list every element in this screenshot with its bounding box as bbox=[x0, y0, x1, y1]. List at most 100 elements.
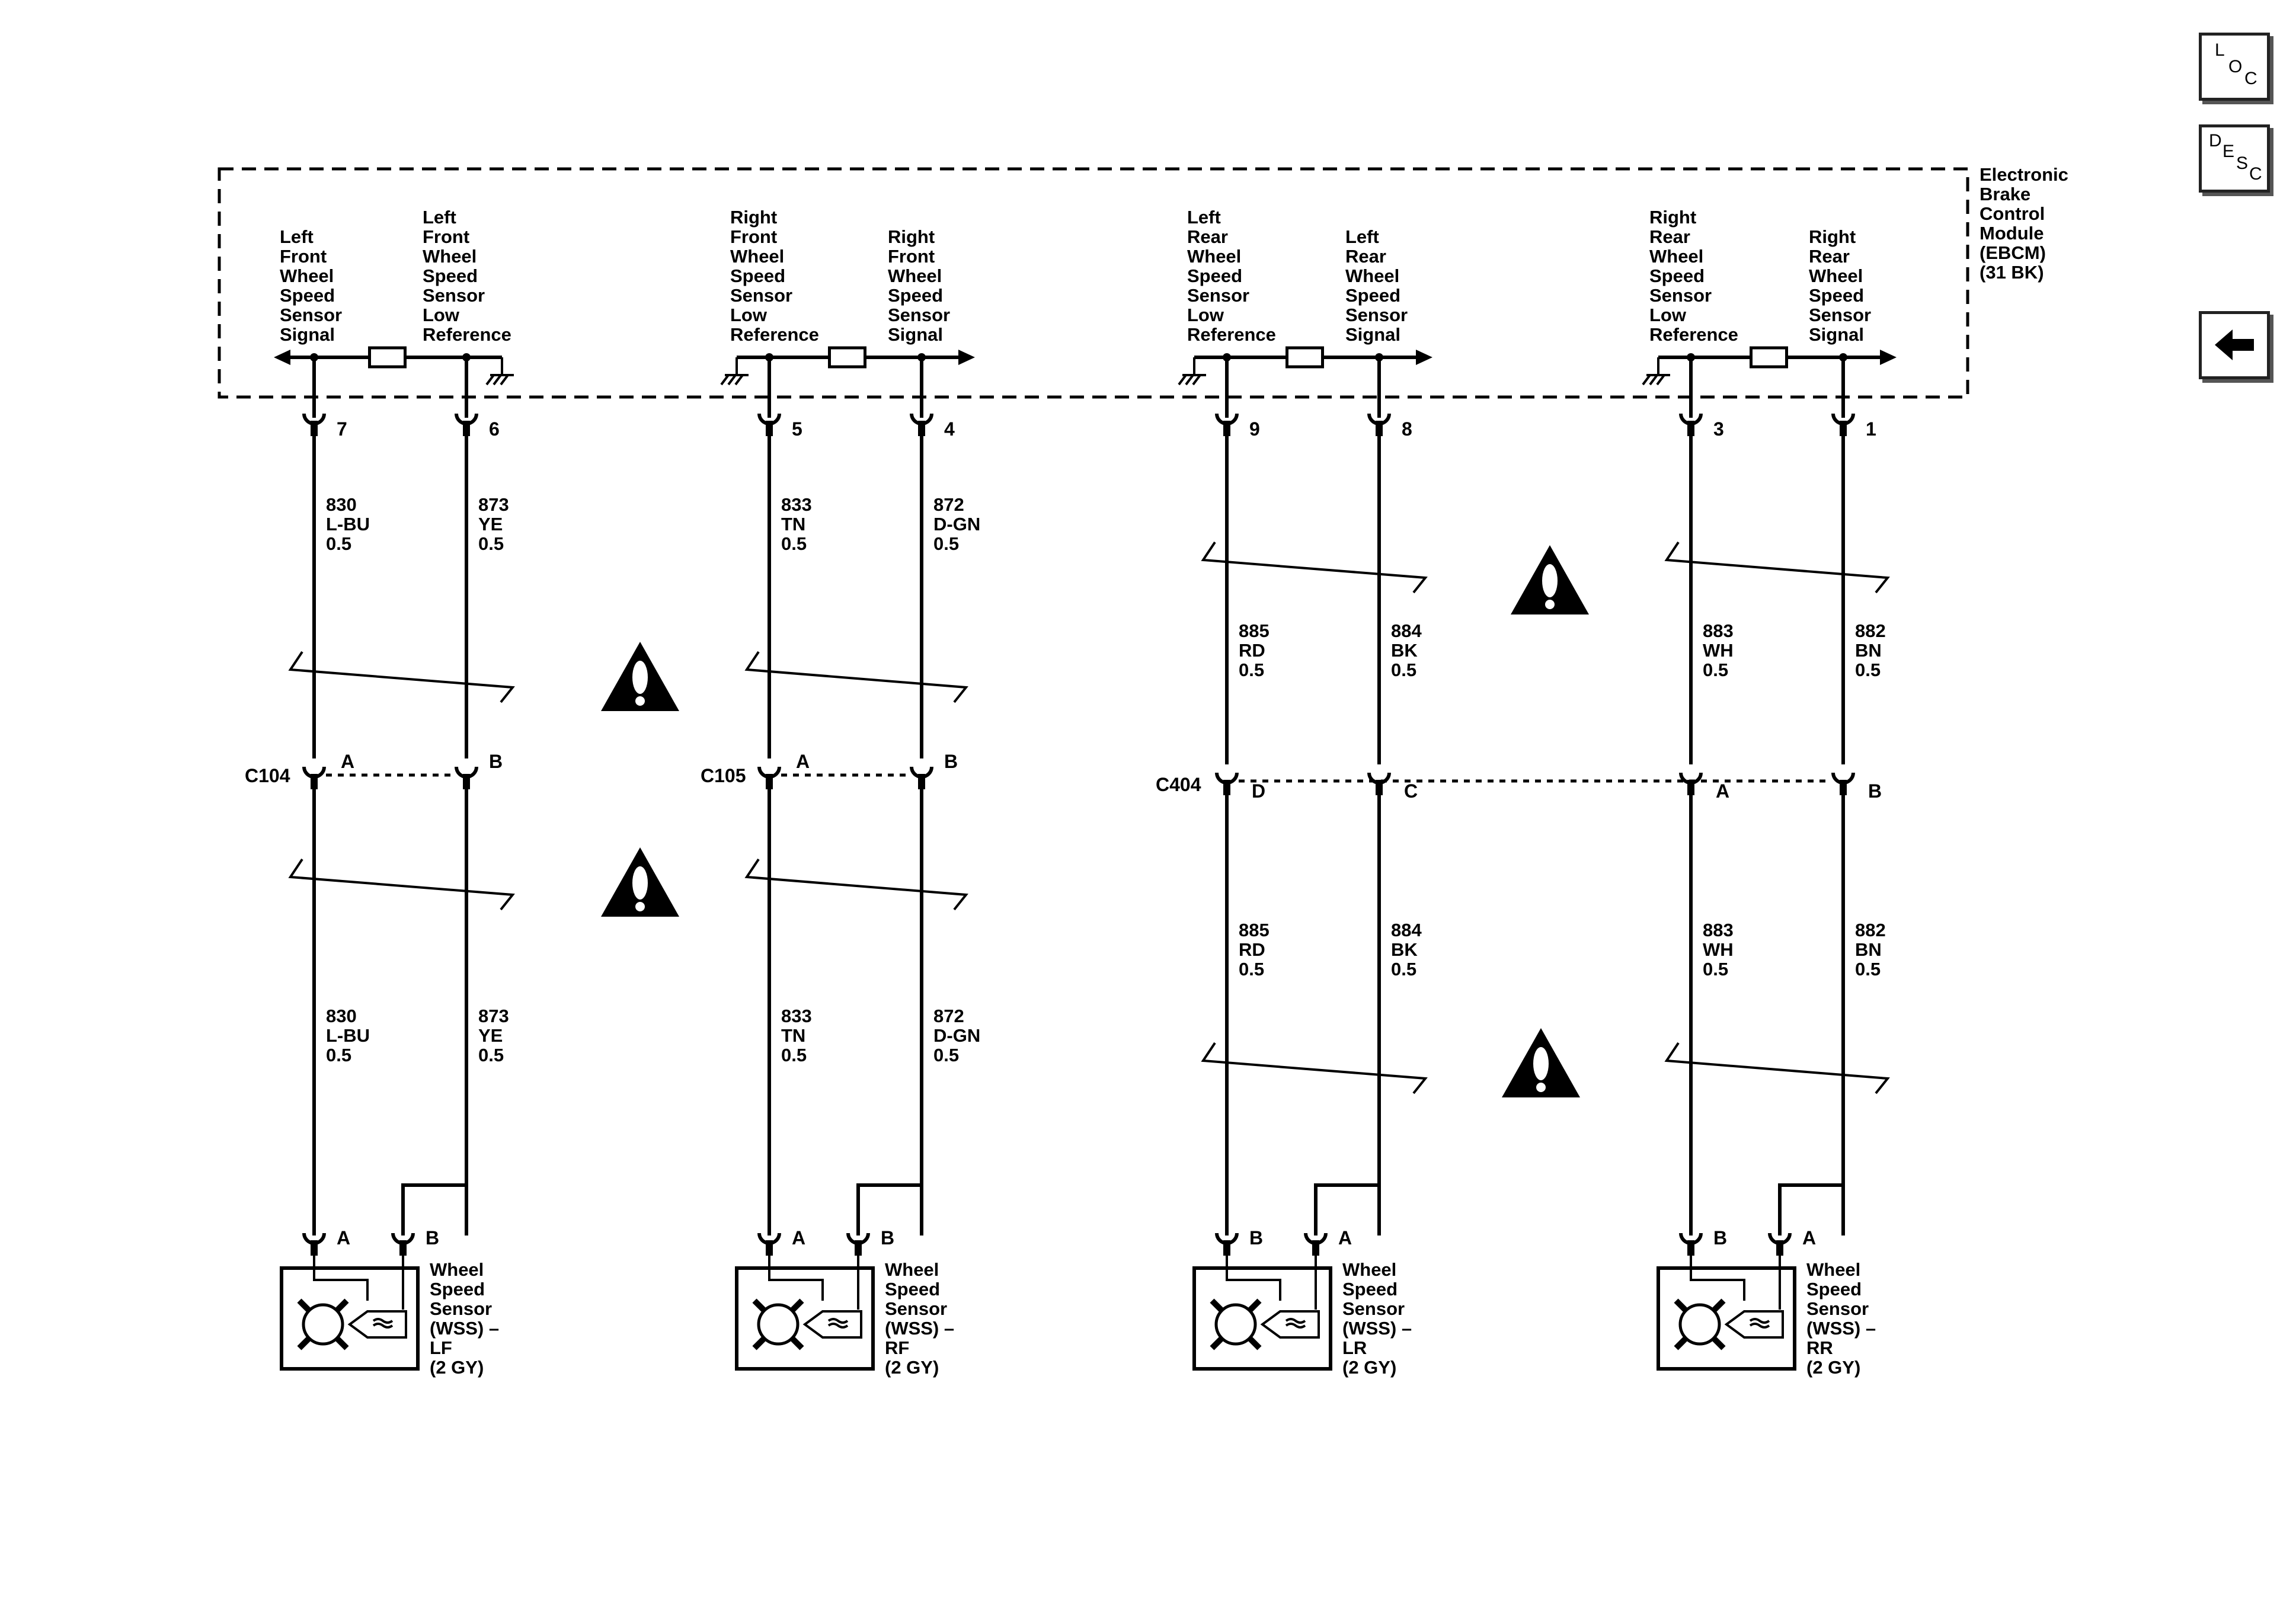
ebcm-label-rr-lowref: Rear bbox=[1649, 226, 1690, 247]
wire-upper-label: 0.5 bbox=[781, 533, 807, 554]
sensor-label-rf: (WSS) – bbox=[885, 1318, 954, 1339]
loc-letter-c: C bbox=[2244, 69, 2257, 88]
ebcm-label-rf-signal: Speed bbox=[888, 285, 943, 306]
wire-upper-label: L-BU bbox=[326, 514, 370, 534]
inline-pin: B bbox=[1831, 772, 1882, 802]
wire-lower-label: 0.5 bbox=[933, 1045, 959, 1065]
ebcm-label-rr-signal: Rear bbox=[1809, 246, 1850, 267]
sensor-label-lf: (2 GY) bbox=[430, 1357, 484, 1378]
wire-lower-label: RD bbox=[1239, 939, 1265, 960]
connector-pin-label: 1 bbox=[1866, 418, 1876, 440]
ebcm-label-rf-lowref: Speed bbox=[730, 265, 785, 286]
connector-pin-label: 5 bbox=[792, 418, 802, 440]
ebcm-internal-circuits bbox=[274, 346, 1897, 386]
connector-pin-label: 4 bbox=[944, 418, 955, 440]
connector-pin-label: B bbox=[944, 751, 958, 772]
wire-break-mark bbox=[1664, 541, 1890, 594]
ebcm-circuit-pair bbox=[1178, 346, 1432, 386]
desc-letter-e: E bbox=[2223, 142, 2235, 161]
wire-upper-label: RD bbox=[1239, 640, 1265, 661]
warning-icon bbox=[1511, 545, 1589, 614]
wire-upper-label: 882 bbox=[1855, 620, 1886, 641]
warning-icon bbox=[601, 642, 679, 711]
wire-lower-label: 0.5 bbox=[1391, 959, 1416, 980]
wire-lower-label: 884 bbox=[1391, 920, 1422, 940]
wire-upper-label: BN bbox=[1855, 640, 1882, 661]
sensor-label-rr: RR bbox=[1806, 1337, 1833, 1358]
wire-upper-label: 830 bbox=[326, 494, 357, 515]
sensor-pin: B bbox=[1215, 1227, 1263, 1256]
connector-pin-label: B bbox=[881, 1227, 894, 1249]
ebcm-module-label-line: Brake bbox=[1980, 184, 2030, 204]
ebcm-label-rr-lowref: Reference bbox=[1649, 324, 1738, 345]
connector-name: C404 bbox=[1156, 774, 1201, 795]
ebcm-label-rr-signal: Speed bbox=[1809, 285, 1864, 306]
connector-pin-label: A bbox=[337, 1227, 350, 1249]
wire-lower-label: 882 bbox=[1855, 920, 1886, 940]
ground-icon bbox=[485, 374, 514, 386]
ground-icon bbox=[1642, 374, 1670, 386]
sensor-pin: A bbox=[1768, 1227, 1816, 1256]
wire-break-mark bbox=[1201, 541, 1428, 594]
ebcm-pin-6: 6 bbox=[455, 413, 500, 440]
ebcm-label-rr-signal: Wheel bbox=[1809, 265, 1863, 286]
wire-upper-label: 833 bbox=[781, 494, 812, 515]
wire-lower-label: L-BU bbox=[326, 1025, 370, 1046]
ground-icon bbox=[1178, 374, 1206, 386]
wire-lower-label: 873 bbox=[478, 1006, 509, 1026]
sensor-label-lr: Sensor bbox=[1342, 1298, 1405, 1319]
wire-upper-label: D-GN bbox=[933, 514, 980, 534]
ebcm-label-lr-signal: Left bbox=[1345, 226, 1379, 247]
ebcm-label-rf-signal: Front bbox=[888, 246, 935, 267]
loc-letter-l: L bbox=[2215, 40, 2225, 60]
wire-break-mark bbox=[288, 651, 515, 703]
sensor-rotor-icon bbox=[297, 1298, 349, 1350]
ebcm-pin-4: 4 bbox=[910, 413, 955, 440]
arrow-right-icon bbox=[1880, 350, 1897, 365]
sensor-label-lf: LF bbox=[430, 1337, 452, 1358]
ebcm-label-rr-lowref: Sensor bbox=[1649, 285, 1712, 306]
sensor-pin: B bbox=[1679, 1227, 1727, 1256]
ebcm-label-rr-signal: Right bbox=[1809, 226, 1856, 247]
sensor-label-lf: Speed bbox=[430, 1279, 485, 1299]
back-button[interactable] bbox=[2199, 311, 2270, 379]
ebcm-pin-8: 8 bbox=[1367, 413, 1412, 440]
wire-upper-label: 0.5 bbox=[326, 533, 351, 554]
inline-pin: A bbox=[302, 751, 354, 789]
ebcm-label-lf-signal: Front bbox=[280, 246, 327, 267]
connector-pin-label: A bbox=[1802, 1227, 1816, 1249]
description-button[interactable]: D E S C bbox=[2199, 124, 2270, 193]
ebcm-label-rf-lowref: Front bbox=[730, 226, 777, 247]
wire-upper-label: 0.5 bbox=[1391, 660, 1416, 680]
sensor-jog-wire bbox=[1314, 1183, 1381, 1235]
ebcm-label-rf-signal: Sensor bbox=[888, 305, 950, 325]
sensor-rotor-icon bbox=[752, 1298, 804, 1350]
ebcm-label-lf-lowref: Speed bbox=[423, 265, 478, 286]
wire-break-mark bbox=[1201, 1042, 1428, 1094]
wire-break-mark bbox=[744, 858, 968, 911]
connector-pin-label: 9 bbox=[1249, 418, 1260, 440]
ebcm-boundary bbox=[218, 167, 1969, 399]
ebcm-label-lr-lowref: Low bbox=[1187, 305, 1224, 325]
ebcm-label-rf-signal: Wheel bbox=[888, 265, 942, 286]
sensor-jog-wire bbox=[401, 1183, 468, 1235]
wire-upper-label: 0.5 bbox=[1703, 660, 1728, 680]
sensor-pin: A bbox=[1304, 1227, 1352, 1256]
wire-upper-label: BK bbox=[1391, 640, 1418, 661]
connector-pin-label: B bbox=[1713, 1227, 1727, 1249]
warning-icon bbox=[601, 847, 679, 917]
left-arrow-icon bbox=[2215, 329, 2254, 360]
wire-lower-label: 0.5 bbox=[781, 1045, 807, 1065]
location-button[interactable]: L O C bbox=[2199, 33, 2270, 101]
wire-lower-label: TN bbox=[781, 1025, 805, 1046]
connector-pin-label: 7 bbox=[337, 418, 347, 440]
inline-pin: A bbox=[757, 751, 810, 789]
ebcm-label-lf-lowref: Sensor bbox=[423, 285, 485, 306]
